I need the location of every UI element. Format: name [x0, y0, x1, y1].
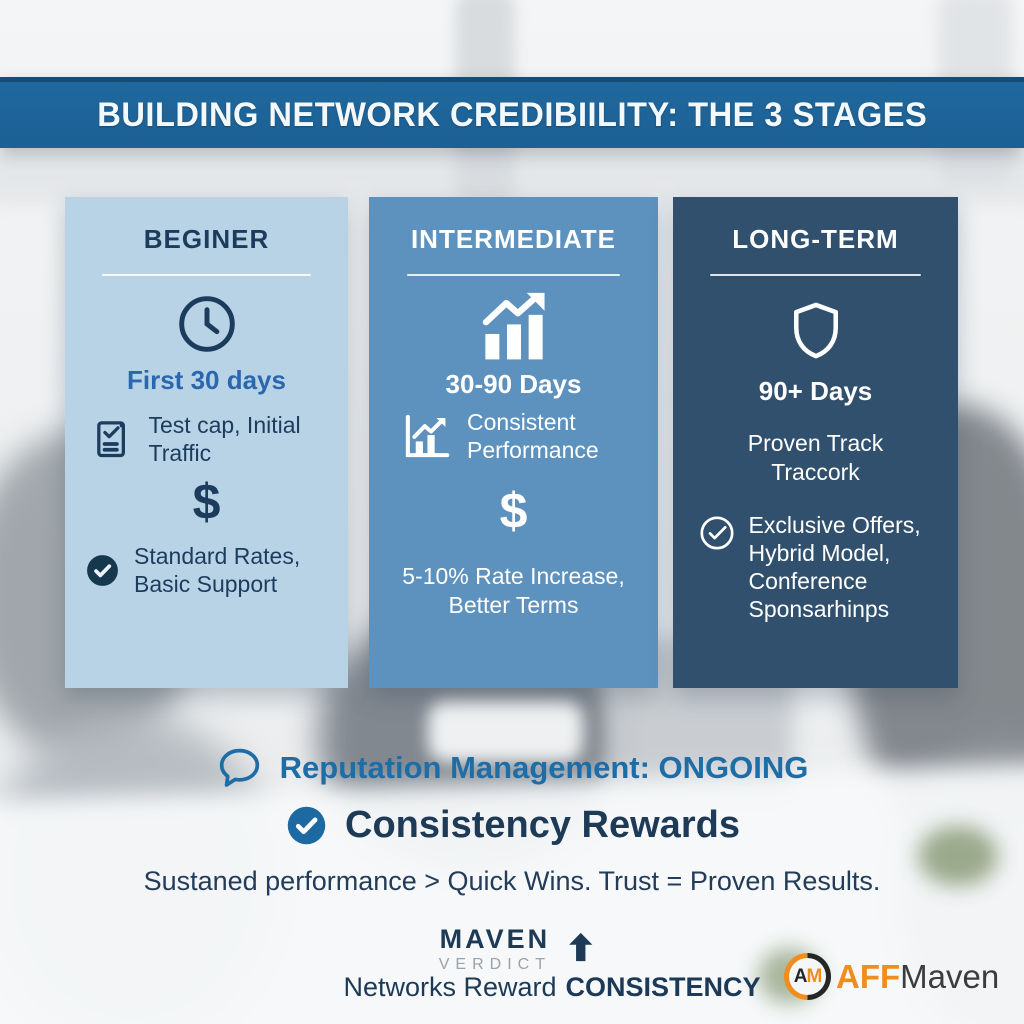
check-circle-outline-icon — [698, 514, 736, 552]
check-circle-filled-icon — [284, 803, 329, 848]
stage-detail-row: Exclusive Offers, Hybrid Model, Conferen… — [698, 511, 934, 623]
stage-detail-text: 5-10% Rate Increase, Better Terms — [402, 563, 625, 618]
divider — [710, 274, 921, 276]
divider — [101, 274, 312, 276]
rewards-title: Consistency Rewards — [345, 804, 740, 846]
stage-card-beginner: BEGINER First 30 days Test cap, Initial … — [65, 197, 348, 688]
stage-detail-text: Test cap, Initial Traffic — [148, 412, 301, 466]
shield-icon — [784, 296, 848, 364]
stage-detail-row: Test cap, Initial Traffic — [90, 411, 324, 467]
stage-card-longterm: LONG-TERM 90+ Days Proven Track Traccork… — [673, 197, 958, 688]
reputation-row: Reputation Management: ONGOING — [0, 744, 1024, 791]
tagline-bold: CONSISTENCY — [565, 972, 761, 1002]
wordmark-maven: Maven — [900, 957, 1000, 995]
check-circle-filled-icon — [84, 552, 121, 589]
reputation-text: Reputation Management: ONGOING — [279, 749, 809, 785]
stage-detail-text: Consistent Performance — [467, 409, 599, 463]
affmaven-wordmark: AFFMaven — [836, 958, 999, 996]
dollar-icon: $ — [499, 483, 528, 539]
stage-period: First 30 days — [127, 365, 286, 395]
clock-icon — [174, 291, 240, 357]
divider — [406, 274, 621, 276]
maven-verdict-lockup: MAVEN VERDICT — [439, 924, 598, 974]
brand-subname: VERDICT — [438, 956, 551, 973]
checklist-icon — [90, 416, 136, 462]
monogram-m: M — [806, 965, 822, 987]
rewards-row: Consistency Rewards — [0, 803, 1024, 848]
stage-title: BEGINER — [143, 224, 270, 254]
speech-bubble-icon — [216, 744, 263, 791]
paper-shape — [428, 700, 583, 762]
stage-detail-text: Exclusive Offers, Hybrid Model, Conferen… — [748, 512, 921, 622]
page-title: BUILDING NETWORK CREDIBIILITY: THE 3 STA… — [96, 95, 927, 134]
line-chart-icon — [400, 409, 454, 463]
stage-period: 90+ Days — [758, 376, 873, 406]
stage-card-intermediate: INTERMEDIATE 30-90 Days — [369, 197, 658, 688]
tagline-regular: Networks Reward — [343, 972, 557, 1002]
brand-tagline: Networks Reward CONSISTENCY — [343, 972, 760, 1003]
stage-detail-text: Proven Track Traccork — [747, 430, 884, 485]
wordmark-aff: AFF — [836, 957, 901, 995]
stage-detail-row: Standard Rates, Basic Support — [84, 542, 329, 598]
title-banner: BUILDING NETWORK CREDIBIILITY: THE 3 STA… — [0, 77, 1024, 148]
window-sill-shape — [0, 150, 1024, 205]
brand-text: MAVEN VERDICT — [439, 924, 551, 974]
bar-growth-arrow-icon — [473, 291, 555, 361]
stage-title: LONG-TERM — [732, 224, 899, 254]
stage-detail-row: Consistent Performance — [400, 408, 627, 464]
up-arrow-icon — [564, 924, 598, 970]
plant-shape — [918, 826, 998, 886]
stage-period: 30-90 Days — [445, 369, 582, 399]
brand-name: MAVEN — [439, 924, 551, 954]
monogram-a: A — [793, 965, 808, 987]
summary-note: Sustaned performance > Quick Wins. Trust… — [143, 866, 881, 896]
stage-detail-text: Standard Rates, Basic Support — [134, 543, 301, 597]
dollar-icon: $ — [192, 474, 221, 530]
stage-title: INTERMEDIATE — [410, 224, 617, 254]
